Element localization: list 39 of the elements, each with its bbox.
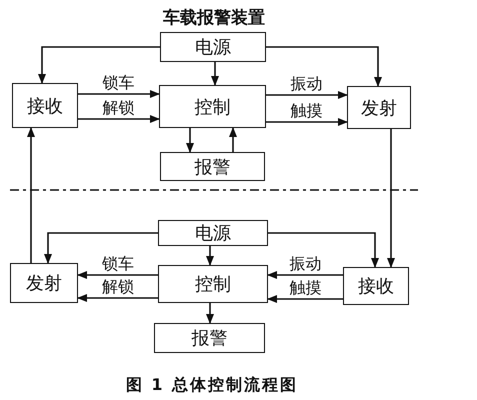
process-box: 电源 xyxy=(160,32,266,62)
arrow xyxy=(27,127,35,263)
edge-label: 解锁 xyxy=(102,278,134,296)
caption: 图 1 总体控制流程图 xyxy=(126,375,298,396)
process-box: 报警 xyxy=(160,152,265,181)
process-box: 发射 xyxy=(347,86,411,129)
arrow xyxy=(387,129,395,268)
arrow xyxy=(206,246,214,266)
edge-label: 触摸 xyxy=(290,102,322,120)
arrow xyxy=(268,232,379,268)
arrow xyxy=(266,118,348,126)
arrow xyxy=(211,62,219,86)
edge-label: 锁车 xyxy=(102,74,134,92)
arrow xyxy=(77,271,158,279)
arrow xyxy=(266,91,348,99)
arrow xyxy=(186,128,194,153)
arrow xyxy=(229,127,237,152)
edge-label: 锁车 xyxy=(102,255,134,273)
edge-label: 解锁 xyxy=(102,99,134,117)
process-box: 接收 xyxy=(12,83,78,128)
edge-label: 振动 xyxy=(290,75,322,93)
process-box: 发射 xyxy=(10,263,78,303)
edge-label: 触摸 xyxy=(290,279,322,297)
arrow xyxy=(44,232,158,264)
arrow xyxy=(38,46,160,84)
process-box: 报警 xyxy=(154,323,265,353)
arrow xyxy=(78,90,160,98)
title: 车载报警装置 xyxy=(163,7,265,29)
arrow xyxy=(78,115,160,123)
arrow xyxy=(266,46,382,87)
process-box: 电源 xyxy=(158,220,268,246)
process-box: 控制 xyxy=(159,85,266,128)
arrow xyxy=(206,303,214,324)
arrow xyxy=(267,295,343,303)
arrow xyxy=(267,271,343,279)
process-box: 控制 xyxy=(158,265,268,303)
process-box: 接收 xyxy=(343,267,409,305)
edge-label: 振动 xyxy=(290,255,322,273)
arrow xyxy=(77,294,158,302)
